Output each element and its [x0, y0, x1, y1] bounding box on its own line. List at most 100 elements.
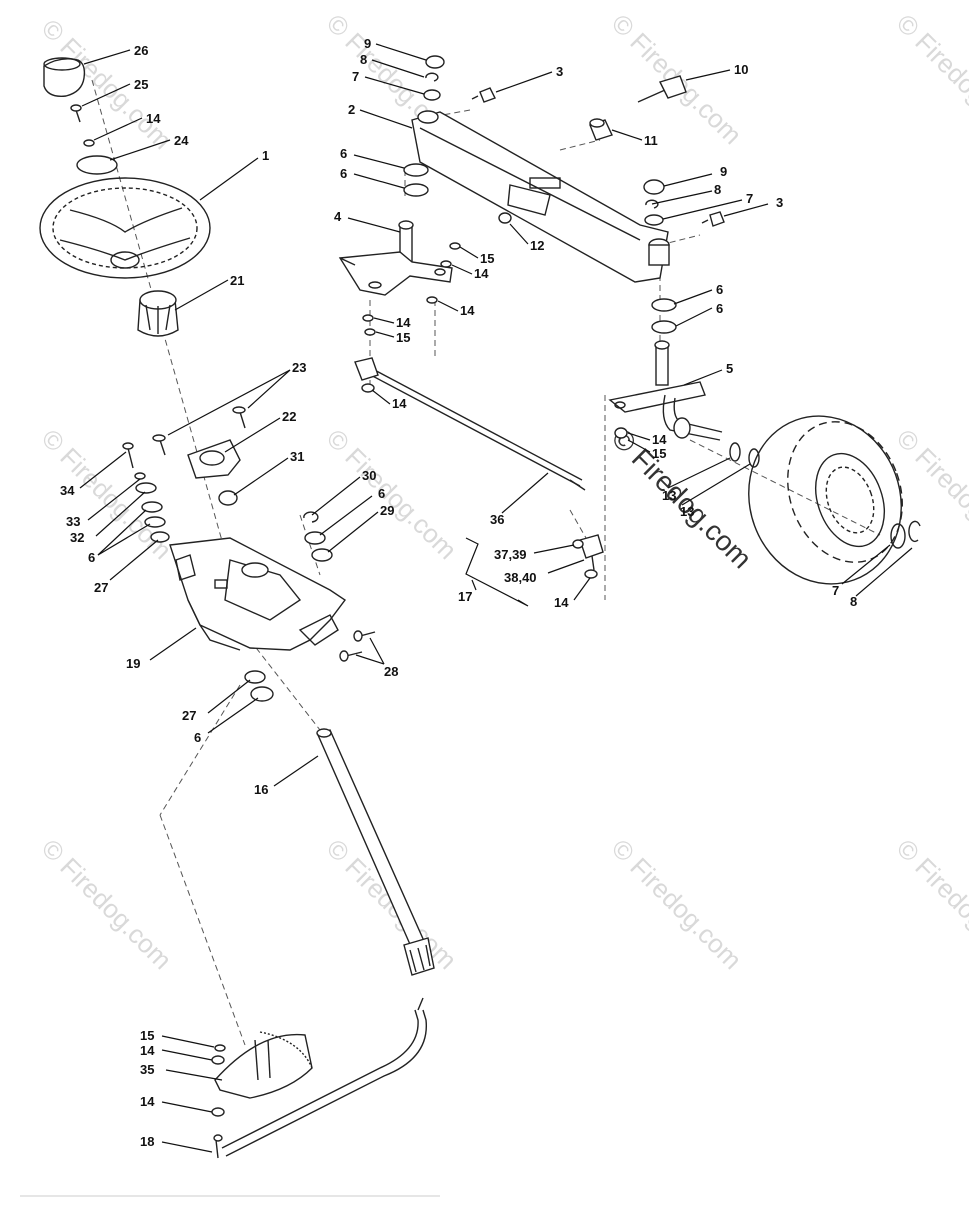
callout-14: 14 — [140, 1043, 155, 1058]
bushing-31 — [218, 490, 238, 506]
e-ring-and-spacers — [303, 511, 333, 562]
callout-14: 14 — [460, 303, 475, 318]
drag-link — [213, 997, 427, 1159]
callout-14: 14 — [392, 396, 407, 411]
callout-30: 30 — [362, 468, 376, 483]
callout-14: 14 — [396, 315, 411, 330]
callout-23: 23 — [292, 360, 306, 375]
tie-rod — [354, 357, 586, 491]
callout-17: 17 — [458, 589, 472, 604]
callout-4: 4 — [334, 209, 342, 224]
watermark: © Firedog.com — [36, 833, 178, 975]
callout-6: 6 — [88, 550, 95, 565]
callout-6: 6 — [340, 146, 347, 161]
callout-9: 9 — [364, 36, 371, 51]
callout-26: 26 — [134, 43, 148, 58]
callout-5: 5 — [726, 361, 733, 376]
callout-13: 13 — [662, 488, 676, 503]
callout-15: 15 — [652, 446, 666, 461]
watermark: © Firedog.com — [321, 423, 463, 565]
spindle-right — [608, 340, 723, 441]
steering-cap — [43, 57, 86, 97]
sector-gear — [214, 1031, 313, 1099]
callout-10: 10 — [734, 62, 748, 77]
callout-7: 7 — [352, 69, 359, 84]
callout-38-40: 38,40 — [504, 570, 537, 585]
callout-11: 11 — [644, 133, 658, 148]
spacer-11 — [589, 118, 613, 141]
callout-6: 6 — [716, 301, 723, 316]
callout-27: 27 — [182, 708, 196, 723]
callout-6: 6 — [194, 730, 201, 745]
callout-12: 12 — [530, 238, 544, 253]
leader-lines — [79, 43, 913, 1153]
callout-6: 6 — [378, 486, 385, 501]
callout-15: 15 — [140, 1028, 154, 1043]
caps-and-rings-right — [643, 179, 665, 226]
callout-15: 15 — [480, 251, 494, 266]
callout-25: 25 — [134, 77, 148, 92]
callout-8: 8 — [850, 594, 857, 609]
spindle-left — [338, 220, 453, 296]
callout-31: 31 — [290, 449, 304, 464]
callout-7: 7 — [746, 191, 753, 206]
callout-27: 27 — [94, 580, 108, 595]
callout-7: 7 — [832, 583, 839, 598]
callout-14: 14 — [652, 432, 667, 447]
steering-shaft — [316, 728, 435, 976]
small-hardware-right — [361, 242, 628, 579]
steering-wheel — [39, 177, 211, 279]
callout-24: 24 — [174, 133, 189, 148]
steering-adapter — [137, 290, 179, 337]
front-wheel — [748, 415, 903, 585]
callout-16: 16 — [254, 782, 268, 797]
watermark: © Firedog.com — [36, 423, 178, 565]
callout-6: 6 — [340, 166, 347, 181]
callout-15: 15 — [396, 330, 410, 345]
callout-18: 18 — [140, 1134, 154, 1149]
caps-and-rings-left — [423, 55, 445, 101]
wheel-washers — [729, 442, 921, 549]
callout-14: 14 — [474, 266, 489, 281]
washer — [83, 139, 95, 147]
callout-13: 13 — [680, 504, 694, 519]
callout-14: 14 — [146, 111, 161, 126]
washers-6-right — [651, 298, 677, 334]
callout-3: 3 — [776, 195, 783, 210]
grease-fittings — [471, 87, 725, 227]
callout-labels: 26 25 14 24 1 21 23 22 31 34 33 32 6 27 … — [60, 36, 857, 1149]
callout-14: 14 — [554, 595, 569, 610]
washers-6-left — [403, 163, 429, 197]
callout-32: 32 — [70, 530, 84, 545]
nut-12 — [498, 212, 512, 224]
washer-6 — [250, 686, 274, 702]
callout-8: 8 — [360, 52, 367, 67]
steering-insert-disc — [76, 155, 118, 175]
steering-bracket — [169, 537, 347, 651]
callout-34: 34 — [60, 483, 75, 498]
bolts-28 — [339, 630, 376, 662]
front-axle — [411, 110, 670, 283]
callout-19: 19 — [126, 656, 140, 671]
pivot-bolt-10 — [637, 75, 687, 103]
callout-3: 3 — [556, 64, 563, 79]
tie-rod-end — [572, 534, 604, 571]
watermark: © Firedog.com — [891, 833, 969, 975]
callout-28: 28 — [384, 664, 398, 679]
callout-29: 29 — [380, 503, 394, 518]
callout-36: 36 — [490, 512, 504, 527]
callout-14: 14 — [140, 1094, 155, 1109]
callout-35: 35 — [140, 1062, 154, 1077]
callout-21: 21 — [230, 273, 244, 288]
callout-9: 9 — [720, 164, 727, 179]
callout-1: 1 — [262, 148, 269, 163]
callout-2: 2 — [348, 102, 355, 117]
column-bushing-flange — [187, 439, 241, 479]
callout-37-39: 37,39 — [494, 547, 527, 562]
callout-8: 8 — [714, 182, 721, 197]
watermark: © Firedog.com — [891, 8, 969, 150]
cap-screw — [70, 104, 82, 123]
callout-22: 22 — [282, 409, 296, 424]
